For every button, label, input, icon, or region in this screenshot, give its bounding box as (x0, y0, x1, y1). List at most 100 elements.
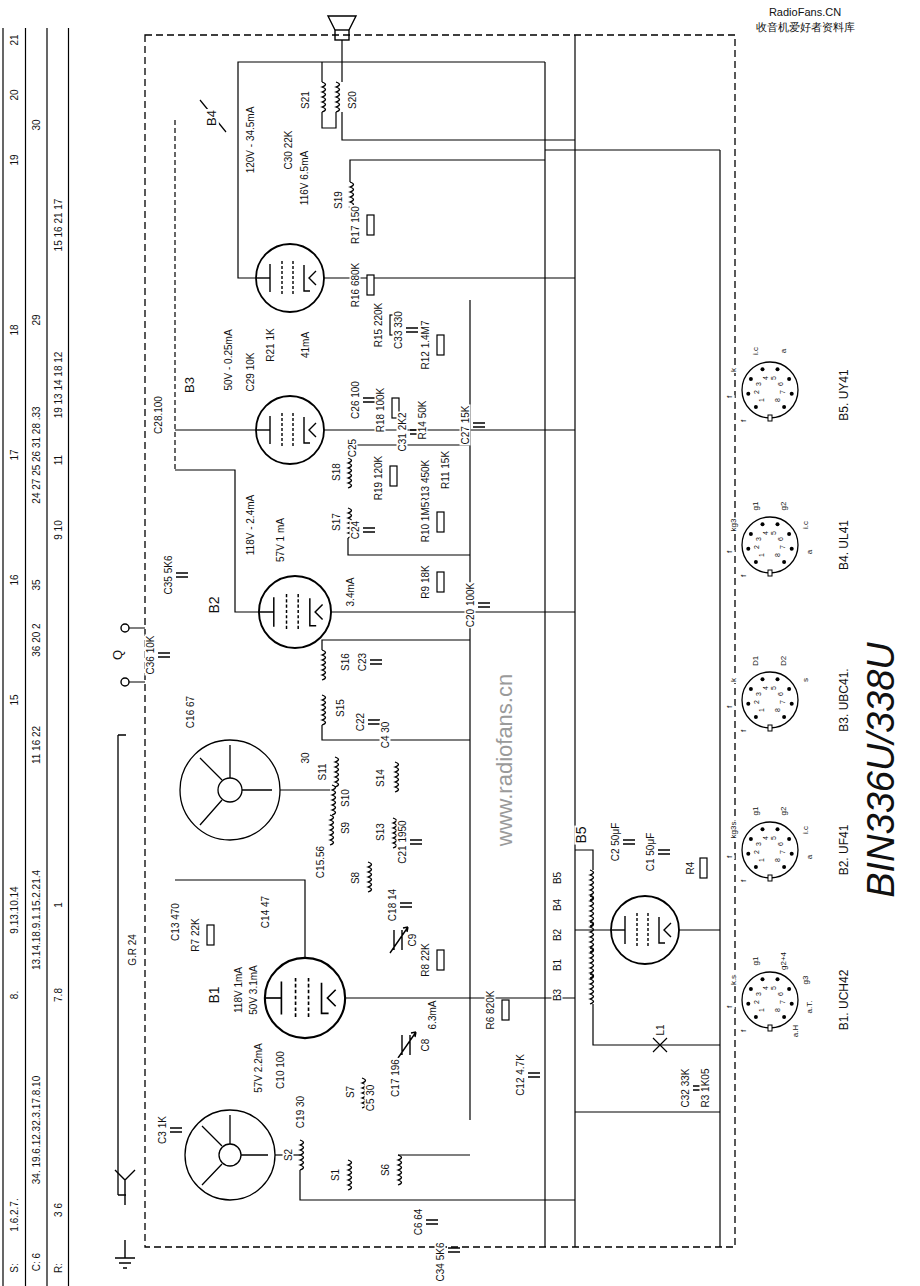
wave-switch (219, 1144, 241, 1166)
pin-label: 3 (755, 841, 763, 847)
resistor-symbol (502, 1000, 509, 1020)
component-label: C33 330 (393, 310, 404, 350)
pin-label: f (725, 855, 734, 859)
capacitor-symbol (528, 1073, 540, 1077)
wiring (331, 611, 575, 612)
component-label: S18 (331, 462, 342, 482)
component-label: R17 150 (350, 205, 361, 245)
component-label: C24 (350, 520, 361, 540)
resistor-symbol (700, 858, 707, 878)
component-label: 41mA (300, 331, 311, 359)
component-label: C35 5K6 (163, 555, 174, 596)
wiring (125, 35, 720, 1247)
pin-label: f (739, 879, 748, 883)
coil-symbol (335, 757, 339, 787)
pin-label: kg3s (730, 820, 739, 839)
component-label: R8 22K (420, 942, 431, 977)
pin-label: f (725, 705, 734, 709)
component-label: Q (111, 649, 125, 661)
resistor-symbol (367, 215, 374, 235)
capacitor-symbol (478, 603, 490, 607)
component-label: B2 (552, 928, 563, 942)
wiring (175, 880, 305, 958)
wiring (719, 150, 720, 1247)
pin-label: 6 (777, 841, 785, 847)
valve-symbol (611, 896, 679, 964)
valve-base (742, 362, 798, 1031)
capacitor-symbol (176, 573, 188, 577)
capacitor-symbol (406, 328, 418, 332)
wiring (342, 112, 575, 140)
capacitor-symbol (158, 328, 705, 1252)
pin-label: 3 (755, 691, 763, 697)
component-label: R16 680K (350, 262, 361, 308)
table-grid (46, 28, 47, 1286)
pin-label: 5 (771, 685, 779, 691)
pin-label: s (801, 677, 810, 683)
component-label: C27 15K (460, 405, 471, 446)
valve-symbol (259, 576, 331, 648)
wiring (322, 640, 470, 650)
pin-label: 7 (779, 544, 787, 550)
component-label: B3. UBC41. (838, 667, 851, 732)
component-label: C5 30 (365, 1084, 376, 1113)
table-cell: 11 16 22 (31, 725, 42, 765)
pin-label: 5 (771, 375, 779, 381)
component-label: C3 1K (157, 1115, 168, 1145)
valve-base (742, 822, 798, 881)
component-label: C8 (420, 1038, 431, 1053)
component-label: 30 (300, 751, 311, 764)
component-label: B3 (552, 988, 563, 1002)
pin-label: f (739, 419, 748, 423)
wiring (545, 149, 720, 150)
wiring (341, 40, 342, 82)
pin-label: f (725, 395, 734, 399)
component-label: S16 (340, 652, 351, 672)
table-cell: R: (53, 1262, 64, 1274)
component-label: C10 100 (275, 1050, 286, 1090)
component-label: C25 (347, 438, 358, 458)
pin-label: 2 (753, 699, 761, 705)
wiring (280, 789, 330, 790)
component-label: B5 (574, 825, 589, 844)
table-cell: 11 (53, 454, 64, 466)
coil-symbol (330, 815, 334, 845)
valve-symbol (265, 958, 345, 1038)
wiring (200, 100, 226, 132)
pin-label: 6 (777, 381, 785, 387)
antenna-earth (115, 1240, 135, 1268)
pin-label: 8 (775, 707, 783, 713)
component-label: S6 (380, 1163, 391, 1177)
component-label: C28.100 (153, 395, 164, 435)
pin-label: f (725, 550, 734, 554)
component-label: 120V - 34.5mA (245, 106, 256, 175)
pin-label: 8 (775, 397, 783, 403)
component-label: C9 (407, 933, 418, 948)
table-cell: 18 (9, 323, 20, 336)
pin-label: 6 (777, 691, 785, 697)
component-label: C31 2K2 (397, 412, 408, 453)
capacitor-symbol (400, 903, 412, 907)
pin-label: 4 (762, 685, 770, 691)
pin-label: a (780, 348, 789, 354)
pin-label: i.c (801, 520, 810, 530)
component-label: R13 450K (420, 459, 431, 505)
pin-label: 1 (758, 1007, 766, 1013)
coil-symbol (395, 762, 399, 792)
table-cell: 16 (9, 573, 20, 586)
pin-label: 1 (758, 857, 766, 863)
valve-base (742, 672, 798, 731)
pin-label: 1 (758, 552, 766, 558)
wiring (300, 1170, 575, 1200)
table-cell: 1.6.2.7. (9, 1197, 20, 1232)
component-label: C21 1950 (397, 819, 408, 864)
component-label: C34 5K6 (435, 1242, 446, 1283)
table-cell: 36 20 2 (31, 622, 42, 657)
wiring (575, 850, 593, 870)
table-cell: 35 (31, 578, 42, 591)
pin-label: 6 (777, 536, 785, 542)
pin-label: k (730, 677, 739, 683)
component-label: C30 22K (283, 130, 294, 171)
valve-symbol (256, 396, 324, 464)
coil-symbol (398, 1155, 402, 1185)
